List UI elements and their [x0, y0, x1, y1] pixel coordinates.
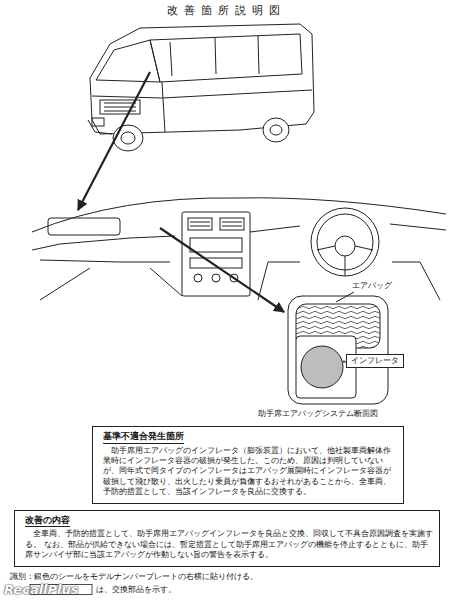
pointer-arrows	[78, 72, 284, 312]
text-box: 基準不適合発生箇所助手席用エアバッグのインフレータ（膨張装置）において、他社製車…	[92, 426, 404, 504]
note: は、交換部品を示す。	[96, 584, 176, 595]
box-body: 全車両、予防的措置として、助手席用エアバッグインフレータを良品と交換、回収して不…	[25, 529, 433, 560]
dashboard-drawing	[32, 198, 446, 300]
figure-caption: 助手席エアバッグシステム断面図	[258, 408, 378, 419]
watermark: RecallPlus	[4, 582, 79, 597]
text-box: 改善の内容全車両、予防的措置として、助手席用エアバッグインフレータを良品と交換、…	[14, 510, 440, 567]
airbag-section	[288, 292, 388, 404]
diagram-title: 改善箇所説明図	[0, 3, 452, 18]
box-heading: 改善の内容	[25, 515, 70, 528]
van-drawing	[88, 24, 314, 151]
box-body: インフレータ	[351, 356, 399, 366]
part-label-box: インフレータ	[346, 354, 404, 368]
box-body: 助手席用エアバッグのインフレータ（膨張装置）において、他社製車両解体作業時にイン…	[103, 446, 397, 498]
part-label: エアバッグ	[352, 280, 392, 291]
box-heading: 基準不適合発生箇所	[103, 431, 184, 444]
note: 識別：銀色のシールをモデルナンバープレートの右横に貼り付ける。	[10, 571, 258, 582]
leader-line	[343, 361, 345, 362]
